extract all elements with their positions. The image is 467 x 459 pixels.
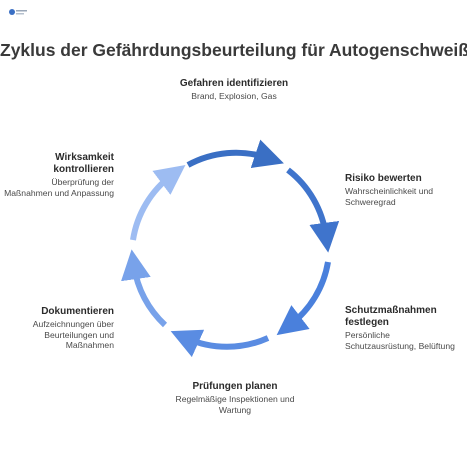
step-plan-inspections: Prüfungen planen Regelmäßige Inspektione… xyxy=(160,381,310,415)
page-title: Zyklus der Gefährdungsbeurteilung für Au… xyxy=(0,40,467,60)
step-description: Überprüfung der Maßnahmen und Anpassung xyxy=(4,177,114,198)
cycle-arrow-6 xyxy=(130,164,186,241)
step-check-effectiveness: Wirksamkeit kontrollieren Überprüfung de… xyxy=(4,152,114,198)
step-assess-risk: Risiko bewerten Wahrscheinlichkeit und S… xyxy=(345,173,455,207)
step-description: Persönliche Schutzausrüstung, Belüftung xyxy=(345,330,455,351)
step-document: Dokumentieren Aufzeichnungen über Beurte… xyxy=(4,306,114,351)
step-title: Dokumentieren xyxy=(41,306,114,317)
cycle-arrow-2 xyxy=(286,167,340,253)
step-define-measures: Schutzmaßnahmen festlegen Persönliche Sc… xyxy=(345,305,460,351)
step-title: Schutzmaßnahmen festlegen xyxy=(345,305,437,328)
cycle-arrow-3 xyxy=(276,261,331,336)
step-description: Aufzeichnungen über Beurteilungen und Ma… xyxy=(32,319,114,351)
step-title: Wirksamkeit kontrollieren xyxy=(53,152,114,175)
step-description: Wahrscheinlichkeit und Schweregrad xyxy=(345,186,434,207)
step-description: Regelmäßige Inspektionen und Wartung xyxy=(175,394,295,415)
step-title: Gefahren identifizieren xyxy=(179,78,289,89)
step-title: Prüfungen planen xyxy=(192,381,278,392)
step-description: Brand, Explosion, Gas xyxy=(191,91,277,101)
step-title: Risiko bewerten xyxy=(345,173,422,184)
step-identify-hazards: Gefahren identifizieren Brand, Explosion… xyxy=(174,78,294,102)
cycle-arrow-5 xyxy=(121,249,168,328)
cycle-arrow-1 xyxy=(186,139,284,168)
logo-icon xyxy=(9,9,27,15)
cycle-arrow-4 xyxy=(170,329,270,358)
